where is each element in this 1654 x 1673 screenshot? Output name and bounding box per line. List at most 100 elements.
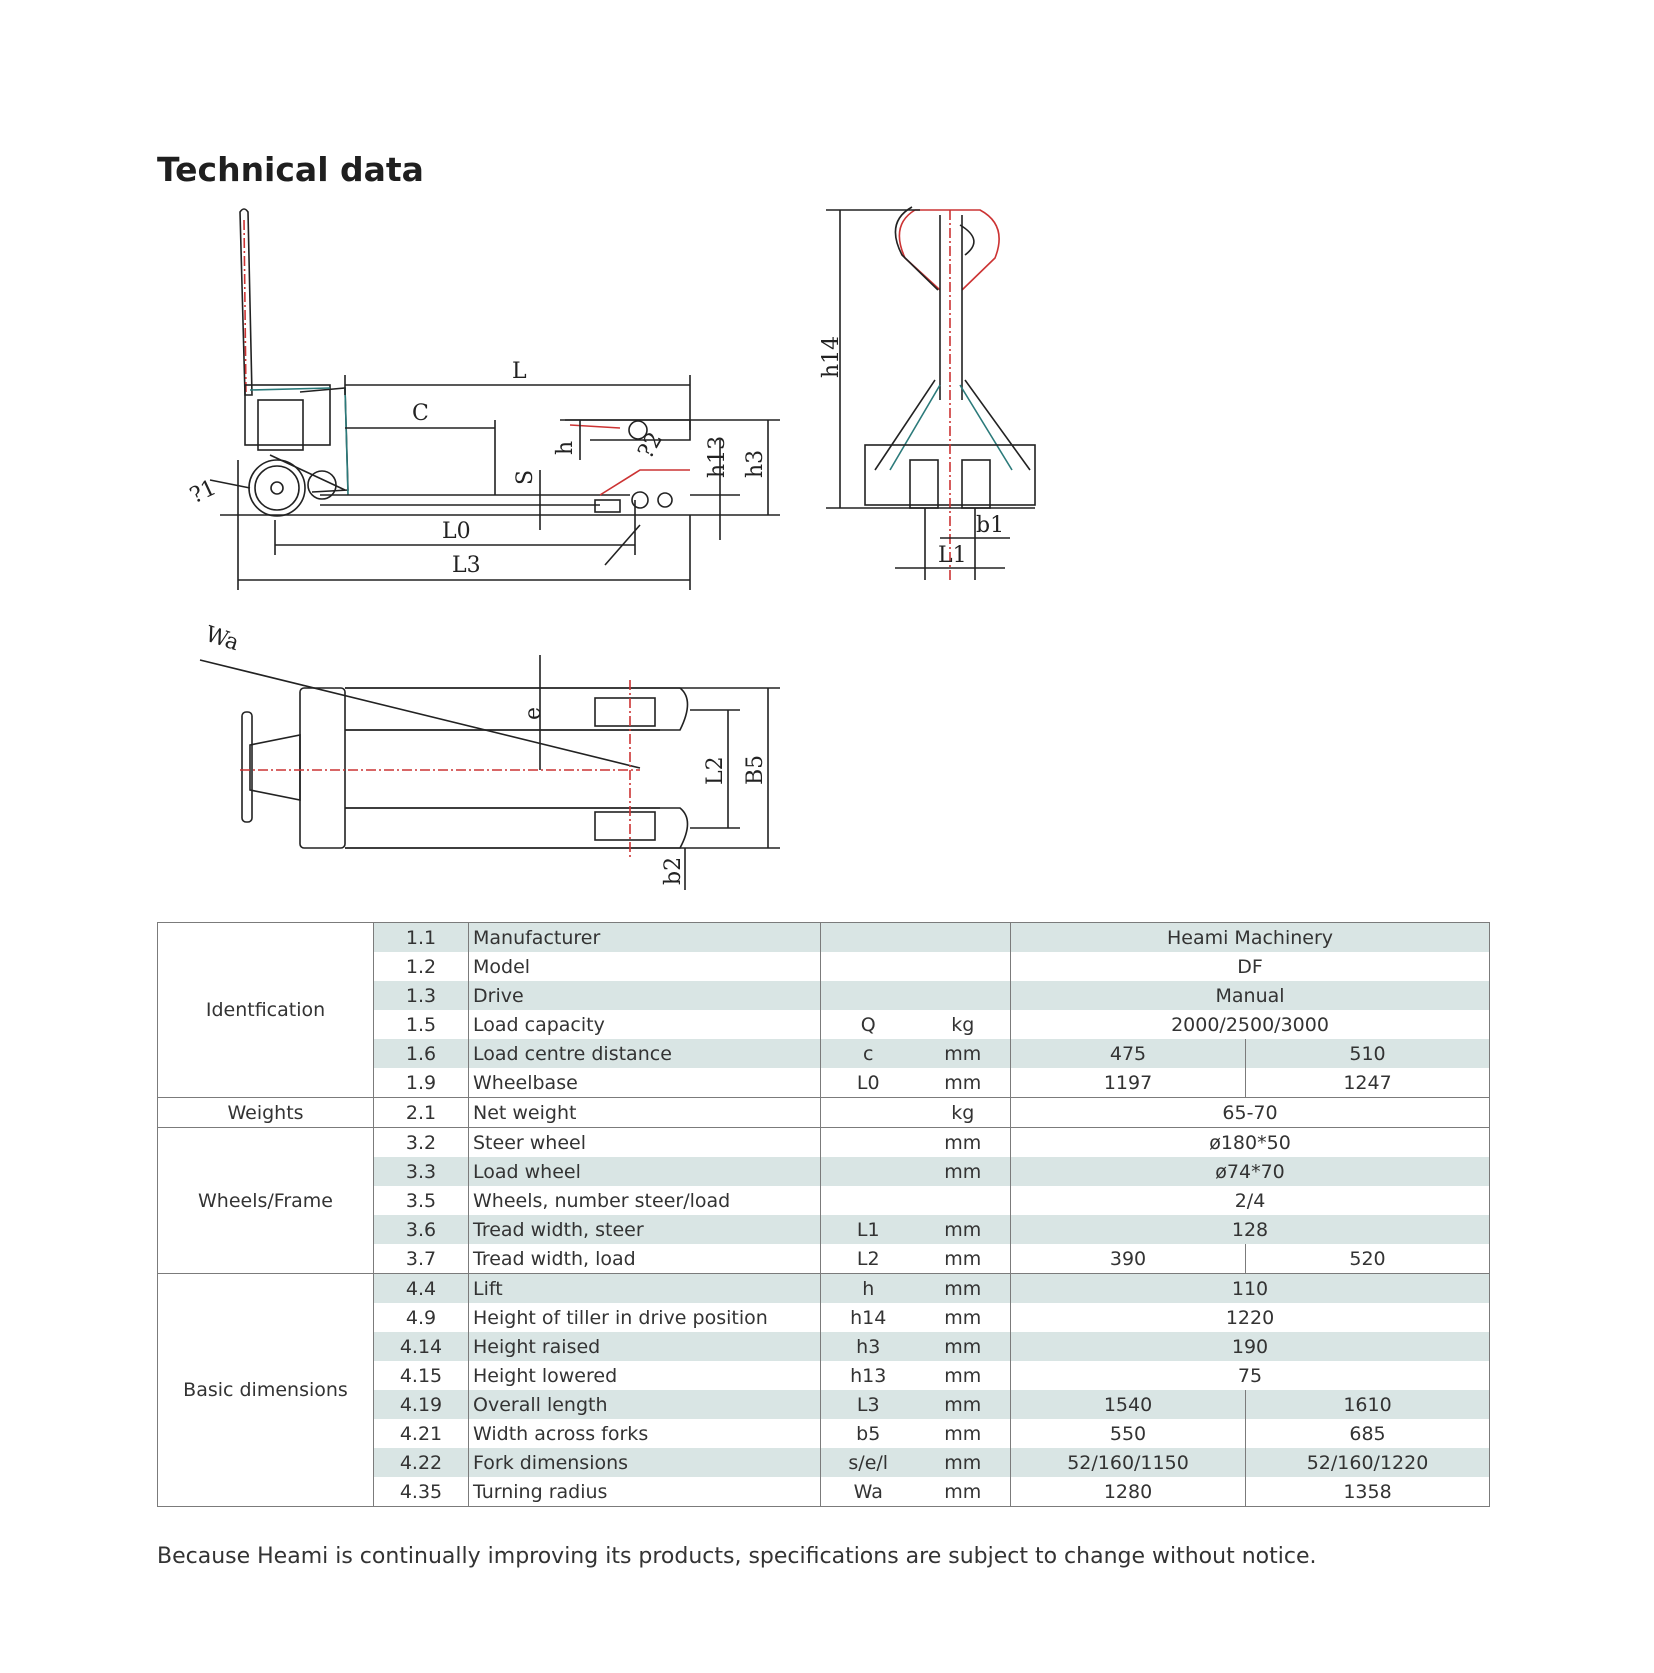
row-value-2: 510 <box>1244 1039 1491 1068</box>
top-view-drawing: Wa e L2 B5 b2 <box>199 622 780 890</box>
row-parameter: Fork dimensions <box>468 1448 821 1477</box>
row-symbol: L0 <box>820 1068 916 1098</box>
label-L2: L2 <box>703 756 728 785</box>
row-unit: mm <box>915 1390 1011 1419</box>
row-value: 110 <box>1009 1273 1491 1303</box>
label-h3: h3 <box>743 450 768 478</box>
row-parameter: Overall length <box>468 1390 821 1419</box>
table-row: 1.6 Load centre distance c mm 475 510 <box>158 1039 1491 1068</box>
table-row: Identfication 1.1 Manufacturer Heami Mac… <box>157 922 1491 1098</box>
row-number: 4.35 <box>373 1477 469 1507</box>
row-number: 4.15 <box>373 1361 469 1390</box>
row-number: 3.2 <box>373 1127 469 1157</box>
footnote: Because Heami is continually improving i… <box>157 1544 1317 1569</box>
row-number: 1.3 <box>373 981 469 1010</box>
row-unit: mm <box>915 1215 1011 1244</box>
row-number: 4.9 <box>373 1303 469 1332</box>
row-value: 2000/2500/3000 <box>1009 1010 1491 1039</box>
row-value-1: 52/160/1150 <box>1010 1448 1246 1477</box>
row-unit: mm <box>915 1332 1011 1361</box>
group-weights: Weights <box>157 1097 374 1128</box>
row-symbol: L1 <box>820 1215 916 1244</box>
row-value-1: 1197 <box>1010 1068 1246 1098</box>
row-symbol: L3 <box>820 1390 916 1419</box>
table-row: 4.21 Width across forks b5 mm 550 685 <box>158 1419 1491 1448</box>
row-value-1: 1280 <box>1010 1477 1246 1507</box>
row-symbol: Wa <box>820 1477 916 1507</box>
label-L0: L0 <box>442 519 471 544</box>
row-symbol <box>820 922 916 952</box>
group-basic-dimensions: Basic dimensions <box>157 1273 374 1507</box>
row-symbol: c <box>820 1039 916 1068</box>
label-L: L <box>512 359 527 384</box>
row-number: 4.14 <box>373 1332 469 1361</box>
row-number: 4.22 <box>373 1448 469 1477</box>
table-row: 4.9 Height of tiller in drive position h… <box>158 1303 1491 1332</box>
row-number: 2.1 <box>373 1097 469 1128</box>
label-h14: h14 <box>820 336 844 378</box>
row-value-1: 390 <box>1010 1244 1246 1274</box>
spec-table: Identfication 1.1 Manufacturer Heami Mac… <box>157 922 1491 1507</box>
row-unit: mm <box>915 1448 1011 1477</box>
row-parameter: Height raised <box>468 1332 821 1361</box>
row-parameter: Lift <box>468 1273 821 1303</box>
row-unit <box>915 1186 1011 1215</box>
table-row: 1.5 Load capacity Q kg 2000/2500/3000 <box>158 1010 1491 1039</box>
row-unit: mm <box>915 1068 1011 1098</box>
row-unit <box>915 952 1011 981</box>
row-unit: mm <box>915 1273 1011 1303</box>
row-value-2: 685 <box>1244 1419 1491 1448</box>
row-parameter: Width across forks <box>468 1419 821 1448</box>
row-symbol <box>820 981 916 1010</box>
row-parameter: Height lowered <box>468 1361 821 1390</box>
row-value: 128 <box>1009 1215 1491 1244</box>
row-unit: kg <box>915 1097 1011 1128</box>
row-number: 1.2 <box>373 952 469 981</box>
label-b1: b1 <box>976 513 1004 538</box>
row-unit: mm <box>915 1419 1011 1448</box>
row-symbol <box>820 1157 916 1186</box>
row-symbol: h14 <box>820 1303 916 1332</box>
row-unit: mm <box>915 1039 1011 1068</box>
row-value: Manual <box>1009 981 1491 1010</box>
row-value: 65-70 <box>1009 1097 1491 1128</box>
row-unit: mm <box>915 1477 1011 1507</box>
label-L3: L3 <box>452 553 481 578</box>
table-row: Wheels/Frame 3.2 Steer wheel mm ø180*50 <box>157 1127 1491 1274</box>
row-value-2: 1610 <box>1244 1390 1491 1419</box>
row-symbol <box>820 952 916 981</box>
row-number: 4.21 <box>373 1419 469 1448</box>
side-view-drawing: L C ?1 S h ?2 h13 h3 L0 L3 <box>186 208 780 590</box>
table-row: 4.35 Turning radius Wa mm 1280 1358 <box>158 1477 1491 1507</box>
front-view-drawing: h14 b1 L1 <box>820 206 1036 580</box>
row-parameter: Height of tiller in drive position <box>468 1303 821 1332</box>
table-row: 1.9 Wheelbase L0 mm 1197 1247 <box>158 1068 1491 1098</box>
row-value-2: 520 <box>1244 1244 1491 1274</box>
row-symbol: h13 <box>820 1361 916 1390</box>
table-row: 4.14 Height raised h3 mm 190 <box>158 1332 1491 1361</box>
row-value-2: 52/160/1220 <box>1244 1448 1491 1477</box>
row-symbol: Q <box>820 1010 916 1039</box>
table-row: 1.2 Model DF <box>158 952 1491 981</box>
row-value-1: 1540 <box>1010 1390 1246 1419</box>
table-row: Weights 2.1 Net weight kg 65-70 <box>157 1097 1491 1128</box>
label-S: S <box>513 470 538 485</box>
table-row: 3.5 Wheels, number steer/load 2/4 <box>158 1186 1491 1215</box>
row-number: 3.6 <box>373 1215 469 1244</box>
label-angle2: ?2 <box>634 428 669 463</box>
table-row: 4.15 Height lowered h13 mm 75 <box>158 1361 1491 1390</box>
row-unit: kg <box>915 1010 1011 1039</box>
label-e: e <box>521 707 546 720</box>
row-unit: mm <box>915 1303 1011 1332</box>
row-number: 3.3 <box>373 1157 469 1186</box>
row-symbol: h3 <box>820 1332 916 1361</box>
row-unit <box>915 922 1011 952</box>
row-value: 1220 <box>1009 1303 1491 1332</box>
row-parameter: Steer wheel <box>468 1127 821 1157</box>
row-number: 1.6 <box>373 1039 469 1068</box>
row-symbol <box>820 1097 916 1128</box>
table-row: 3.6 Tread width, steer L1 mm 128 <box>158 1215 1491 1244</box>
row-value: 2/4 <box>1009 1186 1491 1215</box>
label-h: h <box>553 441 578 455</box>
row-number: 4.19 <box>373 1390 469 1419</box>
